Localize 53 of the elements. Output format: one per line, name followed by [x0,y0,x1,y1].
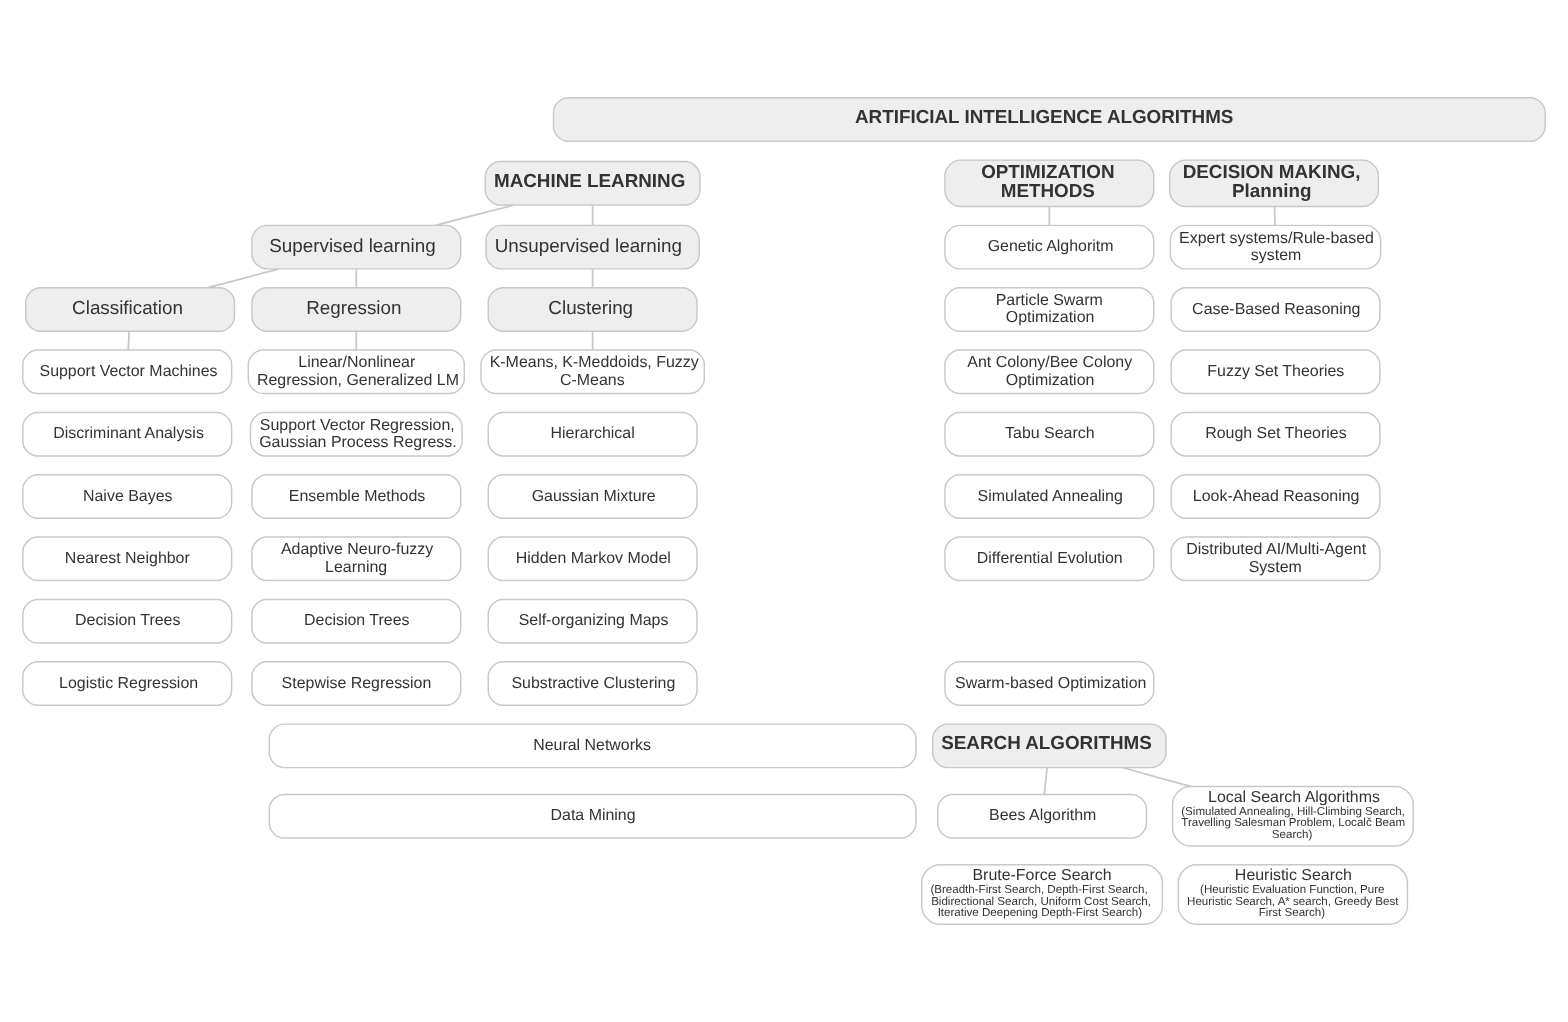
node-box: ARTIFICIAL INTELLIGENCE ALGORITHMS [552,97,1546,142]
node-box: Regression [251,287,462,332]
node-box: Differential Evolution [944,536,1155,582]
connector [591,204,594,226]
connector [591,268,594,289]
node-box: Decision Trees [251,598,462,644]
node-box: Gaussian Mixture [487,474,698,519]
node-box: K-Means, K-Meddoids, Fuzzy C-Means [480,349,705,395]
node-box: Rough Set Theories [1170,411,1381,457]
node-box: Hidden Markov Model [487,536,698,582]
node-box: Self-organizing Maps [487,598,698,644]
connector [1273,205,1276,226]
node-box: MACHINE LEARNING [484,160,701,206]
connector [1048,205,1051,226]
node-box: Stepwise Regression [251,661,462,706]
node-box: Substractive Clustering [487,661,698,706]
node-box: Logistic Regression [22,661,233,706]
node-box: Data Mining [268,793,917,839]
connector [127,330,130,351]
connector [1043,767,1048,796]
node-box: Ensemble Methods [251,474,462,519]
node-box: Particle Swarm Optimization [944,287,1155,332]
node-box: Genetic Alghoritm [944,224,1155,270]
node-box: Naive Bayes [22,474,233,519]
node-box: Ant Colony/Bee Colony Optimization [944,349,1155,395]
node-box: OPTIMIZATION METHODS [944,159,1155,208]
node-box: Neural Networks [268,723,917,769]
node-box: Supervised learning [251,224,462,270]
node-box: Clustering [487,287,698,332]
node-box: Hierarchical [487,411,698,457]
node-box: Decision Trees [22,598,233,644]
node-box: Classification [25,287,236,332]
connector [355,268,358,289]
node-box: Simulated Annealing [944,474,1155,519]
node-box: Support Vector Regression, Gaussian Process Regress. [249,411,463,457]
node-box: Linear/Nonlinear Regression, Generalized LM [247,349,466,395]
node-box: Expert systems/Rule-based system [1169,224,1382,270]
node-box: SEARCH ALGORITHMS [931,723,1167,769]
node-box: Unsupervised learning [485,224,700,270]
node-box: Swarm-based Optimization [944,661,1155,706]
node-box: Bees Algorithm [936,793,1148,839]
node-box: Case-Based Reasoning [1170,287,1381,332]
node-box: Look-Ahead Reasoning [1170,474,1381,519]
connector [591,330,594,351]
node-box: Distributed AI/Multi-Agent System [1170,536,1381,582]
node-box: DECISION MAKING, Planning [1168,159,1380,208]
connector [355,330,358,351]
node-box: Adaptive Neuro-fuzzy Learning [251,536,462,582]
node-box: Support Vector Machines [22,349,233,395]
node-box: Discriminant Analysis [22,411,233,457]
node-box: Fuzzy Set Theories [1170,349,1381,395]
node-box: Tabu Search [944,411,1155,457]
node-box: Nearest Neighbor [22,536,233,582]
